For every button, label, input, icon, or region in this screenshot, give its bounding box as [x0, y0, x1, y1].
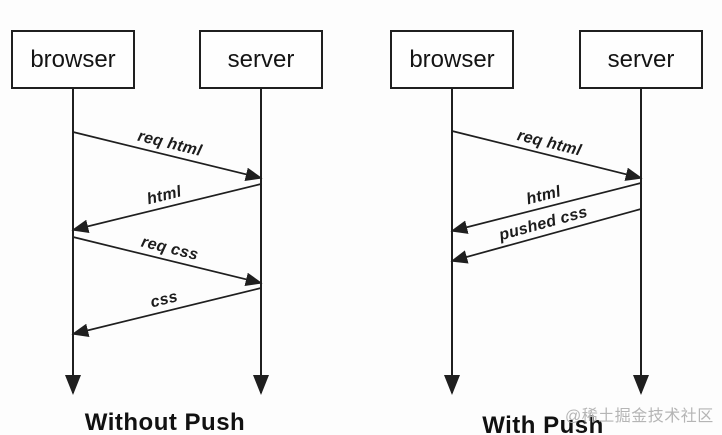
message-arrow: [71, 183, 262, 233]
actor-label-server: server: [607, 45, 675, 73]
message-arrow: [450, 182, 642, 234]
message-label: req css: [139, 234, 200, 264]
actor-box-server-with-push: server: [579, 30, 703, 89]
message-label: pushed css: [496, 204, 589, 245]
message-arrow: [451, 130, 643, 181]
actor-box-browser-without-push: browser: [11, 30, 135, 89]
actor-box-server-without-push: server: [199, 30, 323, 89]
actor-box-browser-with-push: browser: [390, 30, 514, 89]
message-arrow: [450, 208, 642, 264]
message-arrow: [72, 236, 263, 286]
actor-label-browser: browser: [30, 45, 116, 73]
actor-label-server: server: [227, 45, 295, 73]
message-arrow: [71, 287, 262, 337]
caption-without-push: Without Push: [84, 409, 246, 435]
watermark: @稀土掘金技术社区: [565, 408, 714, 425]
actor-label-browser: browser: [409, 45, 495, 73]
message-arrow: [72, 131, 263, 181]
message-label: css: [149, 288, 180, 311]
caption-with-push: With Push: [482, 412, 604, 435]
